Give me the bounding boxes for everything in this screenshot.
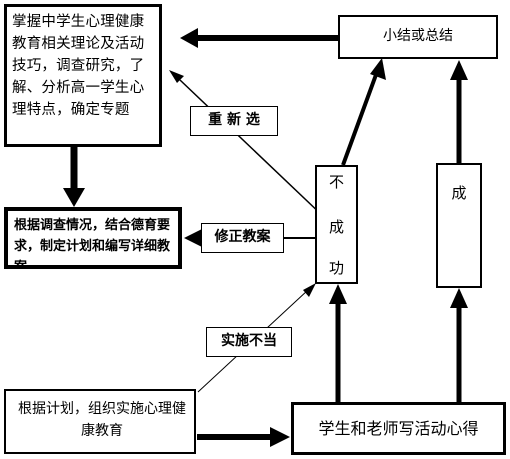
arrowhead-implement-to-fail	[303, 283, 316, 297]
arrowhead-reflect-to-success	[450, 288, 468, 308]
label-reselect: 重 新 选	[190, 106, 278, 136]
node-reflect: 学生和老师写活动心得	[291, 402, 506, 455]
label-improper-text: 实施不当	[221, 333, 277, 349]
arrowhead-reflect-to-fail	[329, 284, 347, 304]
node-plan-text: 根据调查情况，结合德育要求，制定计划和编写详细教案	[14, 218, 171, 269]
node-topic-text: 掌握中学生心理健康教育相关理论及活动技巧，调查研究，了解、分析高一学生心理特点，…	[12, 14, 145, 118]
node-reflect-text: 学生和老师写活动心得	[318, 419, 479, 438]
node-implement-text: 根据计划，组织实施心理健康教育	[18, 401, 186, 439]
node-success: 成	[436, 163, 482, 288]
arrow-fail-to-summary	[341, 71, 379, 166]
node-success-text: 成	[451, 184, 467, 202]
arrowhead-summary-to-topic	[180, 28, 198, 48]
arrowhead-fail-to-summary	[370, 58, 386, 80]
node-fail-char-3: 功	[328, 259, 344, 277]
node-summary: 小结或总结	[338, 15, 498, 59]
node-fail: 不 成 功	[315, 165, 358, 284]
node-implement: 根据计划，组织实施心理健康教育	[4, 389, 196, 454]
arrow-fail-to-topic	[179, 79, 326, 219]
node-fail-char-2: 成	[328, 218, 344, 236]
label-improper: 实施不当	[206, 327, 292, 357]
arrowhead-success-to-summary	[450, 60, 468, 80]
node-topic: 掌握中学生心理健康教育相关理论及活动技巧，调查研究，了解、分析高一学生心理特点，…	[4, 4, 162, 147]
arrowhead-topic-to-plan	[63, 188, 85, 207]
label-revise: 修正教案	[201, 223, 284, 253]
label-reselect-text: 重 新 选	[208, 112, 260, 128]
arrowhead-fail-to-topic	[169, 70, 184, 83]
node-plan: 根据调查情况，结合德育要求，制定计划和编写详细教案	[4, 207, 182, 269]
arrowhead-implement-to-reflect	[270, 427, 290, 447]
node-fail-char-1: 不	[328, 173, 344, 191]
arrowhead-fail-to-plan	[184, 229, 202, 247]
label-revise-text: 修正教案	[214, 229, 271, 245]
node-summary-text: 小结或总结	[383, 28, 453, 44]
